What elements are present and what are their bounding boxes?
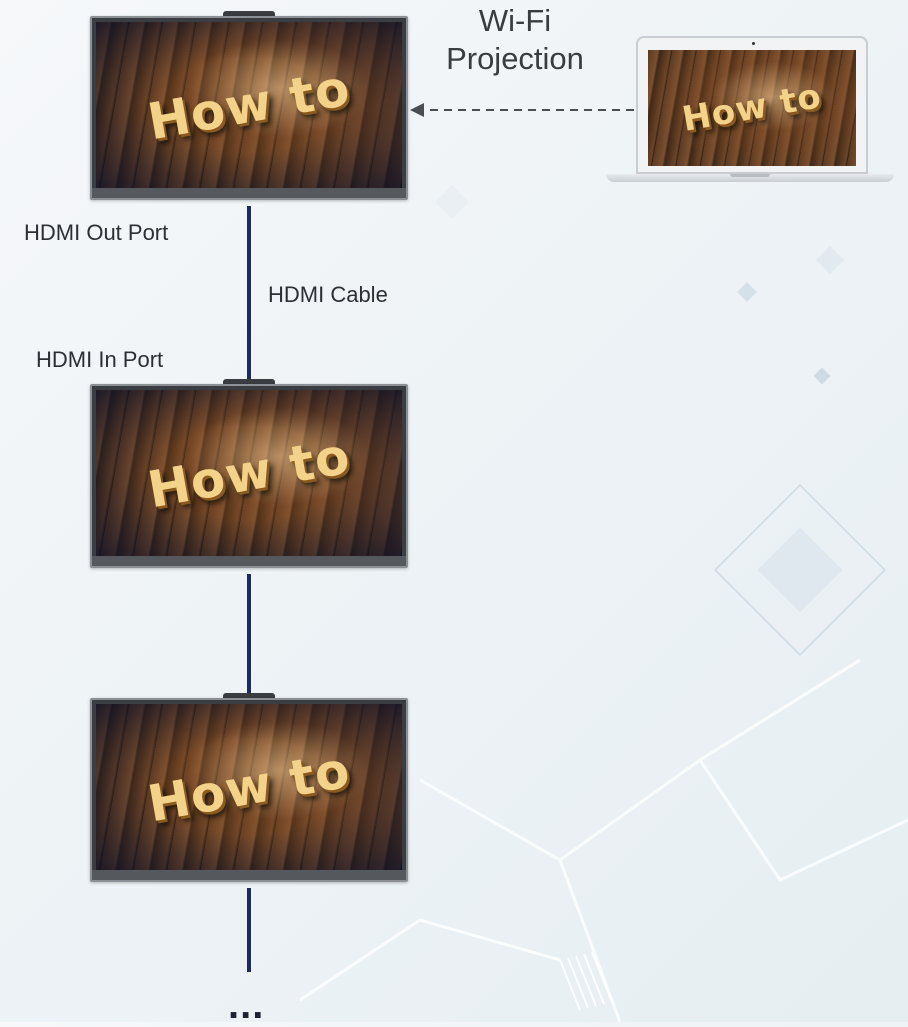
tv-3-camera [223, 693, 275, 699]
display-1-screen: How to [96, 22, 402, 188]
display-1-bezel [92, 188, 406, 198]
screen-text: How to [143, 740, 355, 834]
tv-2-camera [223, 379, 275, 385]
laptop: How to [636, 36, 868, 174]
webcam-icon [752, 42, 755, 45]
wifi-label-line1: Wi-Fi [478, 3, 552, 38]
laptop-screen: How to [648, 50, 856, 166]
continuation-ellipsis: ... [228, 983, 265, 1027]
wifi-projection-label: Wi-Fi Projection [420, 2, 610, 78]
hdmi-out-port-label: HDMI Out Port [24, 220, 169, 245]
hdmi-cable-label: HDMI Cable [268, 282, 388, 307]
display-3: How to [90, 698, 408, 882]
laptop-notch [730, 174, 770, 177]
display-1: How to [90, 16, 408, 200]
screen-text: How to [143, 58, 355, 152]
display-3-screen: How to [96, 704, 402, 870]
screen-text: How to [679, 76, 825, 140]
laptop-base [606, 174, 894, 182]
display-3-bezel [92, 870, 406, 880]
tv-1-camera [223, 11, 275, 17]
screen-text: How to [143, 426, 355, 520]
display-2: How to [90, 384, 408, 568]
display-2-screen: How to [96, 390, 402, 556]
display-2-bezel [92, 556, 406, 566]
arrow-head-icon [410, 103, 424, 117]
hdmi-in-port-label: HDMI In Port [36, 347, 164, 372]
wifi-label-line2: Projection [446, 41, 584, 76]
